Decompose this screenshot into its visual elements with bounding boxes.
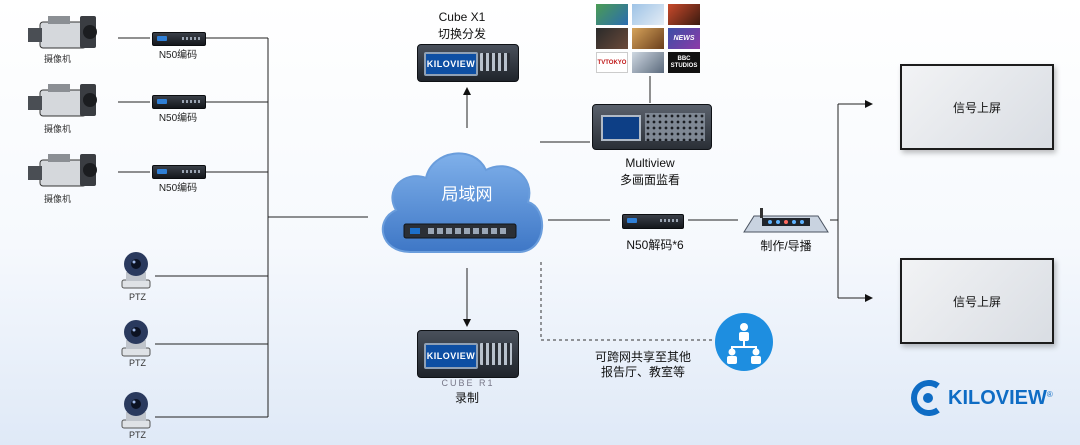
camera-icon bbox=[28, 154, 97, 187]
production-console-icon bbox=[743, 208, 829, 233]
cube-r1-model: CUBE R1 bbox=[441, 378, 495, 388]
kiloview-logo: KILOVIEW ® bbox=[910, 380, 1053, 416]
screen-label: 信号上屏 bbox=[952, 294, 1001, 309]
kiloview-logo-text: KILOVIEW bbox=[948, 386, 1047, 409]
cube-x1-subtitle: 切换分发 bbox=[437, 27, 486, 41]
kiloview-logo-mark: ® bbox=[1046, 390, 1053, 399]
encoder-label: N50编码 bbox=[158, 183, 198, 194]
camera-label: 摄像机 bbox=[44, 124, 72, 134]
ptz-camera-icon bbox=[121, 320, 151, 357]
n50-encoder-device bbox=[152, 165, 206, 179]
multiview-device bbox=[592, 104, 712, 150]
n50-decoder-device bbox=[622, 214, 684, 229]
lan-cloud-label: 局域网 bbox=[441, 185, 493, 204]
thumbnail bbox=[632, 4, 664, 25]
cube-x1-title: Cube X1 bbox=[438, 10, 486, 24]
kiloview-logo-icon bbox=[911, 380, 940, 416]
thumbnail bbox=[668, 4, 700, 25]
n50-encoder-device bbox=[152, 32, 206, 46]
share-text-line1: 可跨网共享至其他 bbox=[594, 350, 691, 364]
thumbnail bbox=[596, 4, 628, 25]
multiview-subtitle: 多画面监看 bbox=[619, 173, 680, 187]
share-text-line2: 报告厅、教室等 bbox=[600, 365, 685, 379]
people-group-icon bbox=[715, 313, 773, 371]
encoder-label: N50编码 bbox=[158, 113, 198, 124]
thumbnail bbox=[596, 28, 628, 49]
cube-x1-buttons bbox=[480, 53, 510, 71]
camera-icon bbox=[28, 16, 97, 49]
decoder-label: N50解码*6 bbox=[626, 238, 684, 252]
camera-label: 摄像机 bbox=[44, 54, 72, 64]
display-screen-top: 信号上屏 bbox=[900, 64, 1054, 150]
production-label: 制作/导播 bbox=[760, 239, 812, 253]
ptz-camera-icon bbox=[121, 252, 151, 289]
ptz-label: PTZ bbox=[129, 358, 146, 368]
ptz-camera-icon bbox=[121, 392, 151, 429]
multiview-title: Multiview bbox=[625, 156, 675, 170]
n50-encoder-device bbox=[152, 95, 206, 109]
ptz-label: PTZ bbox=[129, 430, 146, 440]
cube-r1-subtitle: 录制 bbox=[454, 391, 479, 405]
tvtokyo-logo-thumbnail: TVTOKYO bbox=[596, 52, 628, 73]
cube-x1-device: KILOVIEW bbox=[417, 44, 519, 82]
encoder-label: N50编码 bbox=[158, 50, 198, 61]
cube-r1-device: KILOVIEW bbox=[417, 330, 519, 378]
camera-icon bbox=[28, 84, 97, 117]
thumbnail bbox=[632, 28, 664, 49]
multiview-vent bbox=[645, 113, 705, 141]
camera-label: 摄像机 bbox=[44, 194, 72, 204]
cube-x1-brand-panel: KILOVIEW bbox=[424, 52, 478, 76]
cube-r1-brand-panel: KILOVIEW bbox=[424, 343, 478, 369]
ptz-label: PTZ bbox=[129, 292, 146, 302]
display-screen-bottom: 信号上屏 bbox=[900, 258, 1054, 344]
lan-cloud-icon bbox=[381, 152, 543, 253]
screen-label: 信号上屏 bbox=[952, 100, 1001, 115]
cube-r1-buttons bbox=[480, 343, 512, 365]
multiview-screen bbox=[601, 115, 641, 141]
news-logo-thumbnail: NEWS bbox=[668, 28, 700, 49]
thumbnail bbox=[632, 52, 664, 73]
bbc-studios-logo-thumbnail: BBC STUDIOS bbox=[668, 52, 700, 73]
